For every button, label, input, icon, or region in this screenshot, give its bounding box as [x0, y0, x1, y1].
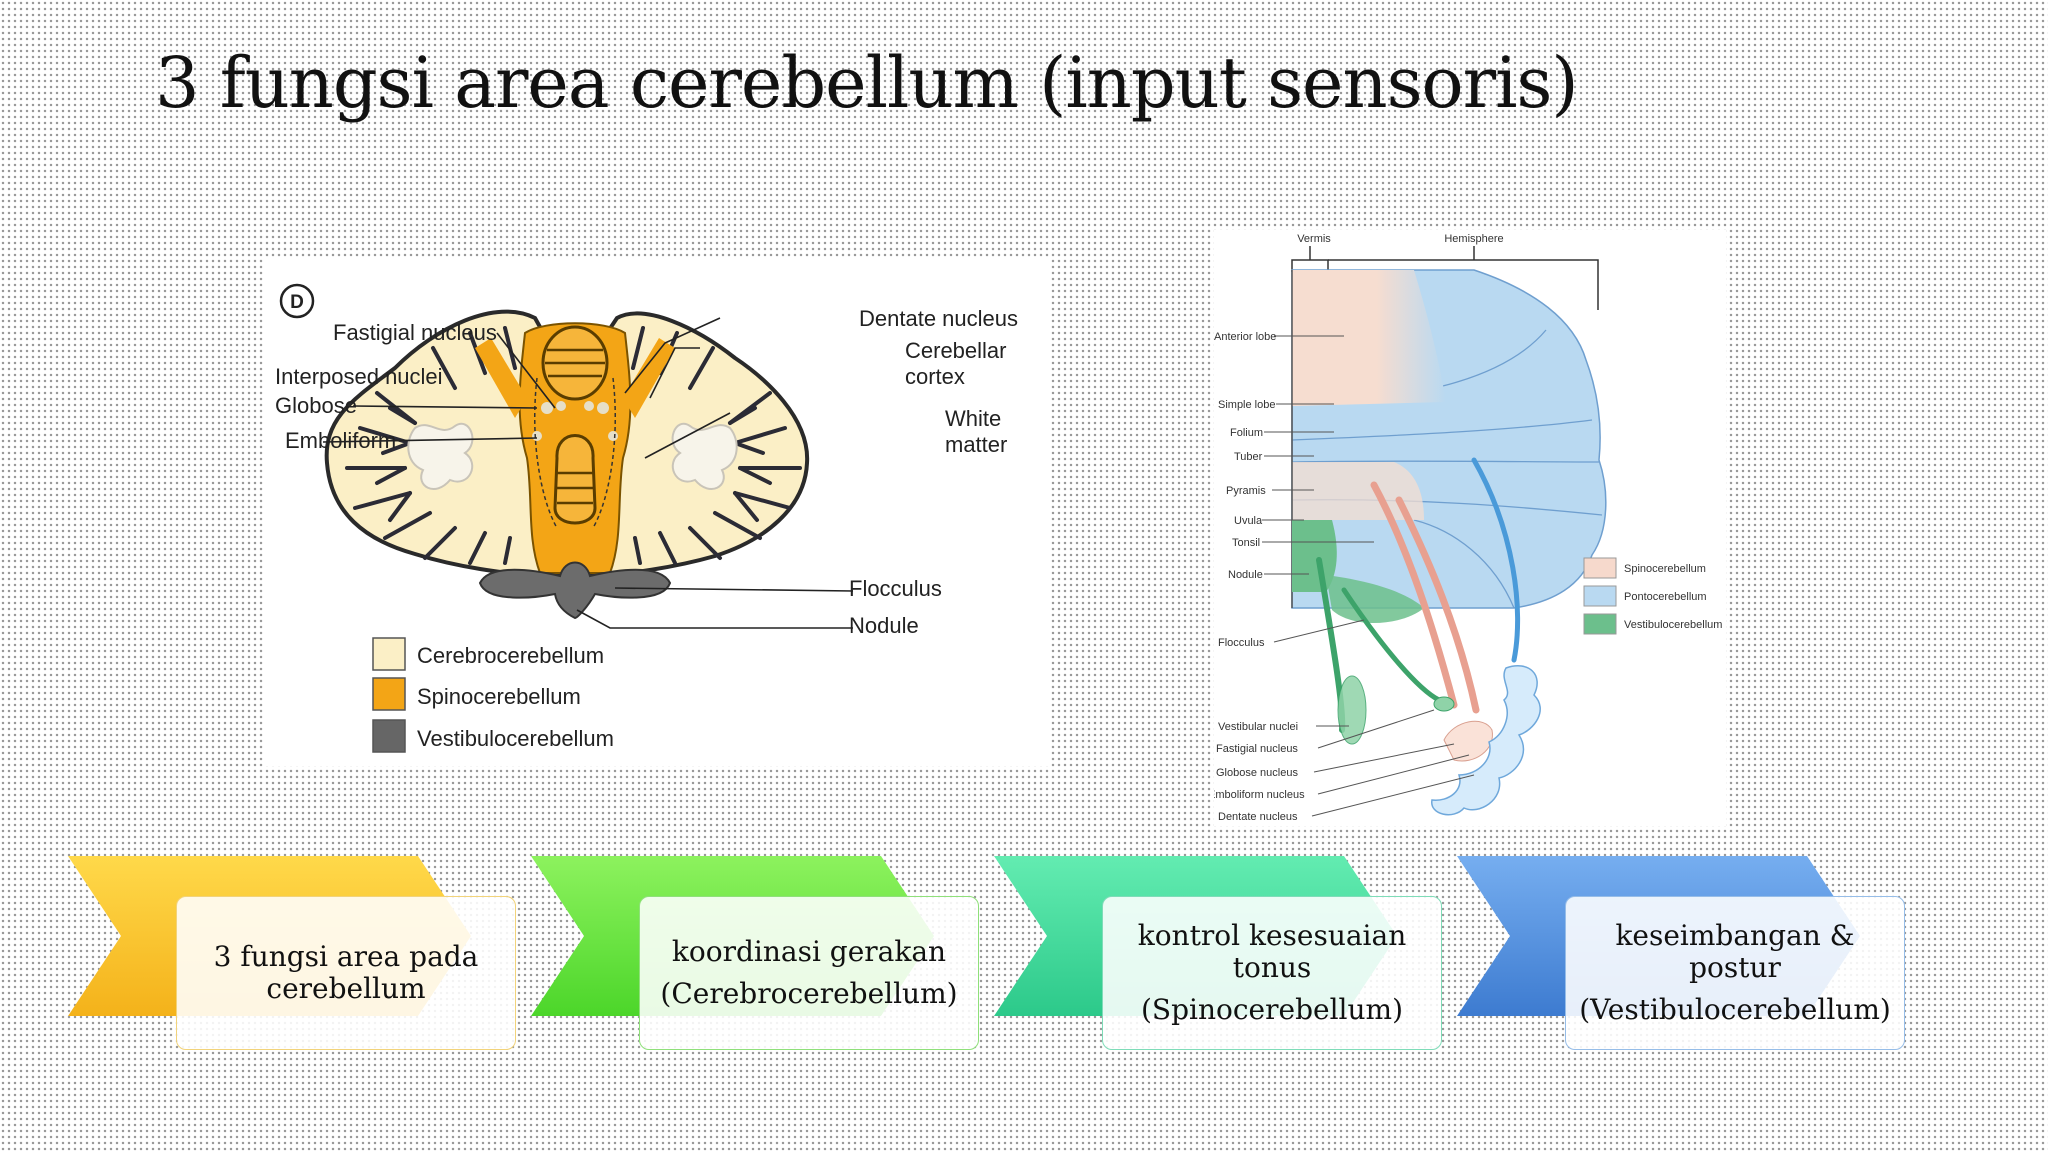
process-step-3: kontrol kesesuaian tonus (Spinocerebellu…	[994, 856, 1466, 1056]
legend-swatch-cerebrocerebellum	[372, 637, 406, 671]
process-step-3-subtitle: (Spinocerebellum)	[1141, 993, 1403, 1026]
cerebellum-diagram-right-svg: Vermis Hemisphere	[1214, 233, 1722, 823]
legend-right: Spinocerebellum Pontocerebellum Vestibul…	[1583, 557, 1722, 635]
process-step-2: koordinasi gerakan (Cerebrocerebellum)	[531, 856, 1003, 1056]
label-cerebellar-cortex-2: cortex	[905, 364, 965, 389]
label-globose: Globose	[275, 393, 357, 418]
deep-nuclei	[532, 401, 618, 441]
white-matter-right	[671, 422, 738, 490]
legend-swatch-vestibulocerebellum	[372, 719, 406, 753]
legend-left: Cerebrocerebellum Spinocerebellum Vestib…	[372, 637, 614, 753]
label-simple-lobe: Simple lobe	[1218, 399, 1275, 411]
vestibulocerebellum-flocculus	[1326, 575, 1424, 623]
label-tonsil: Tonsil	[1232, 537, 1260, 549]
process-step-2-box: koordinasi gerakan (Cerebrocerebellum)	[639, 896, 979, 1050]
process-step-3-title: kontrol kesesuaian tonus	[1137, 919, 1407, 984]
dentate-nucleus-shape	[1431, 665, 1541, 816]
slide-title: 3 fungsi area cerebellum (input sensoris…	[155, 42, 1579, 124]
legend-swatch-vestibulocerebellum-right	[1583, 613, 1617, 635]
label-tuber: Tuber	[1234, 451, 1263, 463]
process-step-2-subtitle: (Cerebrocerebellum)	[660, 977, 958, 1010]
label-pyramis: Pyramis	[1226, 485, 1266, 497]
vermis-lower-lobe	[553, 434, 597, 525]
process-step-1-title: 3 fungsi area pada cerebellum	[213, 940, 479, 1005]
vermis-lower-stripes	[556, 471, 594, 505]
bracket-vermis	[1291, 246, 1329, 272]
label-dentate-nucleus: Dentate nucleus	[859, 306, 1018, 331]
folia-branches	[345, 326, 802, 565]
legend-label-spinocerebellum: Spinocerebellum	[417, 684, 581, 709]
label-fastigial-nucleus: Fastigial nucleus	[333, 320, 497, 345]
process-step-4: keseimbangan & postur (Vestibulocerebell…	[1457, 856, 1929, 1056]
process-step-3-box: kontrol kesesuaian tonus (Spinocerebellu…	[1102, 896, 1442, 1050]
bracket-hemisphere	[1328, 246, 1599, 310]
label-white-matter-2: matter	[945, 432, 1007, 457]
label-cerebellar-cortex-1: Cerebellar	[905, 338, 1007, 363]
vermis-paravermis-right	[623, 338, 675, 418]
label-hemisphere: Hemisphere	[1444, 233, 1503, 245]
cerebellum-diagram-left: D Fastigial nucleus Interpose	[265, 258, 1050, 766]
label-anterior-lobe: Anterior lobe	[1214, 331, 1276, 343]
process-step-1: 3 fungsi area pada cerebellum	[68, 856, 540, 1056]
process-step-1-box: 3 fungsi area pada cerebellum	[176, 896, 516, 1050]
projection-arrows	[1316, 457, 1521, 733]
legend-label-pontocerebellum: Pontocerebellum	[1624, 591, 1707, 603]
legend-label-vestibulocerebellum-right: Vestibulocerebellum	[1624, 619, 1722, 631]
label-vermis: Vermis	[1297, 233, 1331, 245]
leader-lines-left	[322, 317, 854, 629]
label-nodule-right: Nodule	[1228, 569, 1263, 581]
vestibulocerebellum-region	[478, 561, 672, 620]
spinocerebellum-anterior	[1292, 270, 1446, 406]
interposed-dashed-outline	[533, 377, 617, 529]
legend-swatch-pontocerebellum	[1583, 585, 1617, 607]
leader-lines-right	[1262, 335, 1475, 817]
legend-swatch-spinocerebellum-right	[1583, 557, 1617, 579]
cerebellum-diagram-right: Vermis Hemisphere	[1214, 230, 1726, 826]
legend-label-cerebrocerebellum: Cerebrocerebellum	[417, 643, 604, 668]
spinocerebellum-posterior	[1292, 462, 1424, 520]
label-globose-nucleus: Globose nucleus	[1216, 767, 1298, 779]
cerebellum-diagram-left-svg: D Fastigial nucleus Interpose	[275, 283, 1018, 753]
globose-emboliform-shape	[1443, 720, 1493, 762]
legend-label-vestibulocerebellum: Vestibulocerebellum	[417, 726, 614, 751]
label-nodule: Nodule	[849, 613, 919, 638]
fastigial-nucleus-shape	[1433, 696, 1455, 712]
vestibular-nuclei-shape	[1337, 675, 1367, 745]
legend-swatch-spinocerebellum	[372, 677, 406, 711]
hemisphere-fissures	[1291, 329, 1603, 609]
legend-label-spinocerebellum-right: Spinocerebellum	[1624, 563, 1706, 575]
label-emboliform: Emboliform	[285, 428, 396, 453]
label-white-matter-1: White	[945, 406, 1001, 431]
vermis-upper-stripes	[545, 348, 605, 378]
label-fastigial-nucleus-right: Fastigial nucleus	[1216, 743, 1298, 755]
label-vestibular-nuclei: Vestibular nuclei	[1218, 721, 1298, 733]
process-step-4-title: keseimbangan & postur	[1615, 919, 1855, 984]
vermis-paravermis-left	[475, 338, 527, 418]
label-flocculus: Flocculus	[849, 576, 942, 601]
process-step-4-box: keseimbangan & postur (Vestibulocerebell…	[1565, 896, 1905, 1050]
label-dentate-nucleus-right: Dentate nucleus	[1218, 811, 1298, 823]
label-flocculus-right: Flocculus	[1218, 637, 1265, 649]
panel-letter: D	[290, 292, 304, 313]
process-step-4-subtitle: (Vestibulocerebellum)	[1579, 993, 1891, 1026]
label-interposed-nuclei: Interposed nuclei	[275, 364, 443, 389]
panel-letter-circle	[279, 283, 315, 319]
label-folium: Folium	[1230, 427, 1263, 439]
label-emboliform-nucleus: Emboliform nucleus	[1214, 789, 1305, 801]
label-uvula: Uvula	[1234, 515, 1263, 527]
process-step-2-title: koordinasi gerakan	[671, 935, 947, 968]
